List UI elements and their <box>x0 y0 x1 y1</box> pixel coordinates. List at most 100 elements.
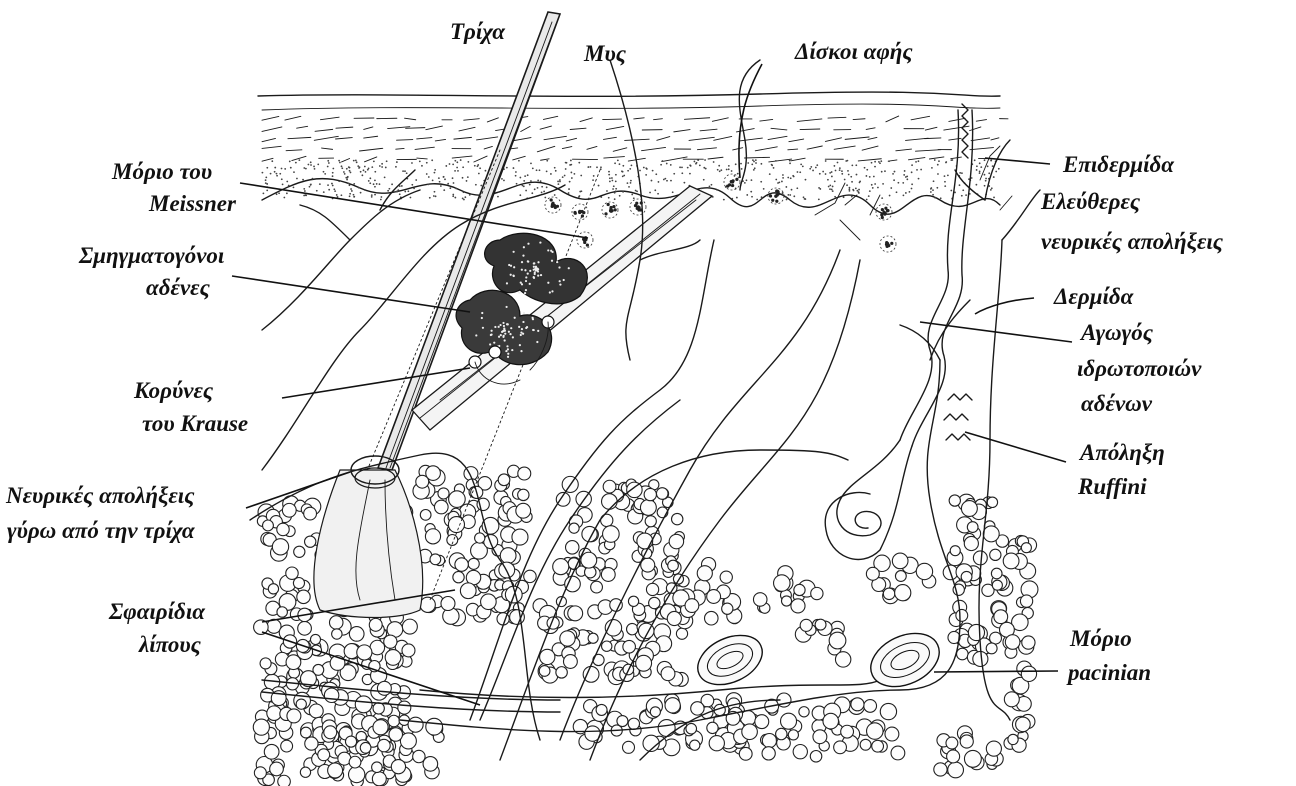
epidermis-stratum-mark <box>828 117 846 118</box>
fat-globule <box>475 533 485 543</box>
epidermis-stipple <box>903 174 905 176</box>
fat-globule <box>637 533 653 549</box>
epidermis-stipple <box>429 197 431 199</box>
epidermis-stratum-mark <box>435 139 445 141</box>
epidermis-stipple <box>947 174 949 176</box>
fat-globule <box>377 681 391 695</box>
corpuscle-dot <box>640 201 643 204</box>
epidermis-stipple <box>629 168 631 170</box>
fat-globule <box>498 474 510 486</box>
epidermis-stipple <box>327 160 329 162</box>
epidermis-stipple <box>578 162 580 164</box>
epidermis-stipple <box>358 167 360 169</box>
fat-globule <box>385 650 401 666</box>
epidermis-stratum-mark <box>911 116 930 119</box>
epidermis-stipple <box>645 167 647 169</box>
epidermis-stipple <box>746 194 748 196</box>
epidermis-stipple <box>658 181 660 183</box>
epidermis-stratum-mark <box>587 146 597 149</box>
fat-globule <box>324 726 337 739</box>
epidermis-stipple <box>565 168 567 170</box>
epidermis-stipple <box>516 183 518 185</box>
fat-globule <box>272 539 288 555</box>
epidermis-stipple <box>755 159 757 161</box>
fat-globule <box>1021 543 1031 553</box>
gland-speck <box>518 326 520 328</box>
fat-globule <box>964 750 981 767</box>
fat-globule <box>934 763 947 776</box>
gland-speck <box>506 282 508 284</box>
gland-speck <box>490 330 492 332</box>
corpuscle-dot <box>774 195 777 198</box>
epidermis-stipple <box>848 174 850 176</box>
fat-globule <box>835 652 850 667</box>
pacinian-corpuscles <box>690 623 948 697</box>
epidermis-stratum-mark <box>342 158 350 161</box>
fat-globule <box>617 716 628 727</box>
epidermis-stipple <box>662 160 664 162</box>
epidermis-stipple <box>827 179 829 181</box>
epidermis-stipple <box>673 173 675 175</box>
epidermis-stipple <box>839 169 841 171</box>
fat-globule <box>416 475 429 488</box>
epidermis-stipple <box>804 198 806 200</box>
fat-globule <box>267 706 282 721</box>
epidermis-stipple <box>351 190 353 192</box>
epidermis-stipple <box>932 189 934 191</box>
gland-speck <box>502 336 504 338</box>
gland-speck <box>522 321 524 323</box>
epidermis-stipple <box>546 160 548 162</box>
epidermis-stratum-mark <box>866 128 875 130</box>
epidermis-stipple <box>399 193 401 195</box>
epidermis-stipple <box>419 160 421 162</box>
epidermis-stipple <box>731 170 733 172</box>
epidermis-stipple <box>328 189 330 191</box>
epidermis-stipple <box>753 161 755 163</box>
fat-globule <box>720 571 732 583</box>
epidermis-stipple <box>478 173 480 175</box>
epidermis-stratum-mark <box>537 146 555 151</box>
epidermis-stipple <box>846 184 848 186</box>
epidermis-stratum-mark <box>689 137 714 140</box>
epidermis-stipple <box>825 173 827 175</box>
epidermis-stratum-mark <box>417 138 432 139</box>
epidermis-stipple <box>902 182 904 184</box>
epidermis-stipple <box>386 160 388 162</box>
fat-globule <box>603 526 620 543</box>
fat-globule <box>956 609 968 621</box>
epidermis-stipple <box>573 173 575 175</box>
epidermis-stratum-mark <box>858 159 881 161</box>
fat-globule <box>298 621 312 635</box>
epidermis-stratum-mark <box>845 137 869 139</box>
epidermis-stipple <box>350 188 352 190</box>
epidermis-stipple <box>701 187 703 189</box>
gland-speck <box>507 323 509 325</box>
epidermis-stipple <box>434 172 436 174</box>
fat-globule <box>961 501 977 517</box>
gland-speck <box>523 312 525 314</box>
epidermis-stipple <box>454 170 456 172</box>
epidermis-stipple <box>353 196 355 198</box>
fat-globule <box>990 549 1001 560</box>
epidermis-stratum-mark <box>322 148 333 149</box>
fat-globule <box>813 730 827 744</box>
gland-speck <box>498 336 500 338</box>
gland-speck <box>493 342 495 344</box>
gland-speck <box>508 264 510 266</box>
epidermis-stipple <box>386 192 388 194</box>
epidermis-stipple <box>444 178 446 180</box>
fat-globule <box>553 559 569 575</box>
epidermis-stipple <box>976 165 978 167</box>
epidermis-stratum-mark <box>543 116 557 119</box>
epidermis-stipple <box>281 168 283 170</box>
epidermis-stipple <box>965 194 967 196</box>
epidermis-stipple <box>998 168 1000 170</box>
fat-globule <box>297 590 310 603</box>
fat-globule <box>1021 666 1036 681</box>
epidermis-stipple <box>683 182 685 184</box>
epidermis-stipple <box>792 175 794 177</box>
epidermis-stipple <box>874 183 876 185</box>
epidermis-stipple <box>521 185 523 187</box>
corpuscle-dot <box>887 244 890 247</box>
epidermis-stipple <box>279 173 281 175</box>
